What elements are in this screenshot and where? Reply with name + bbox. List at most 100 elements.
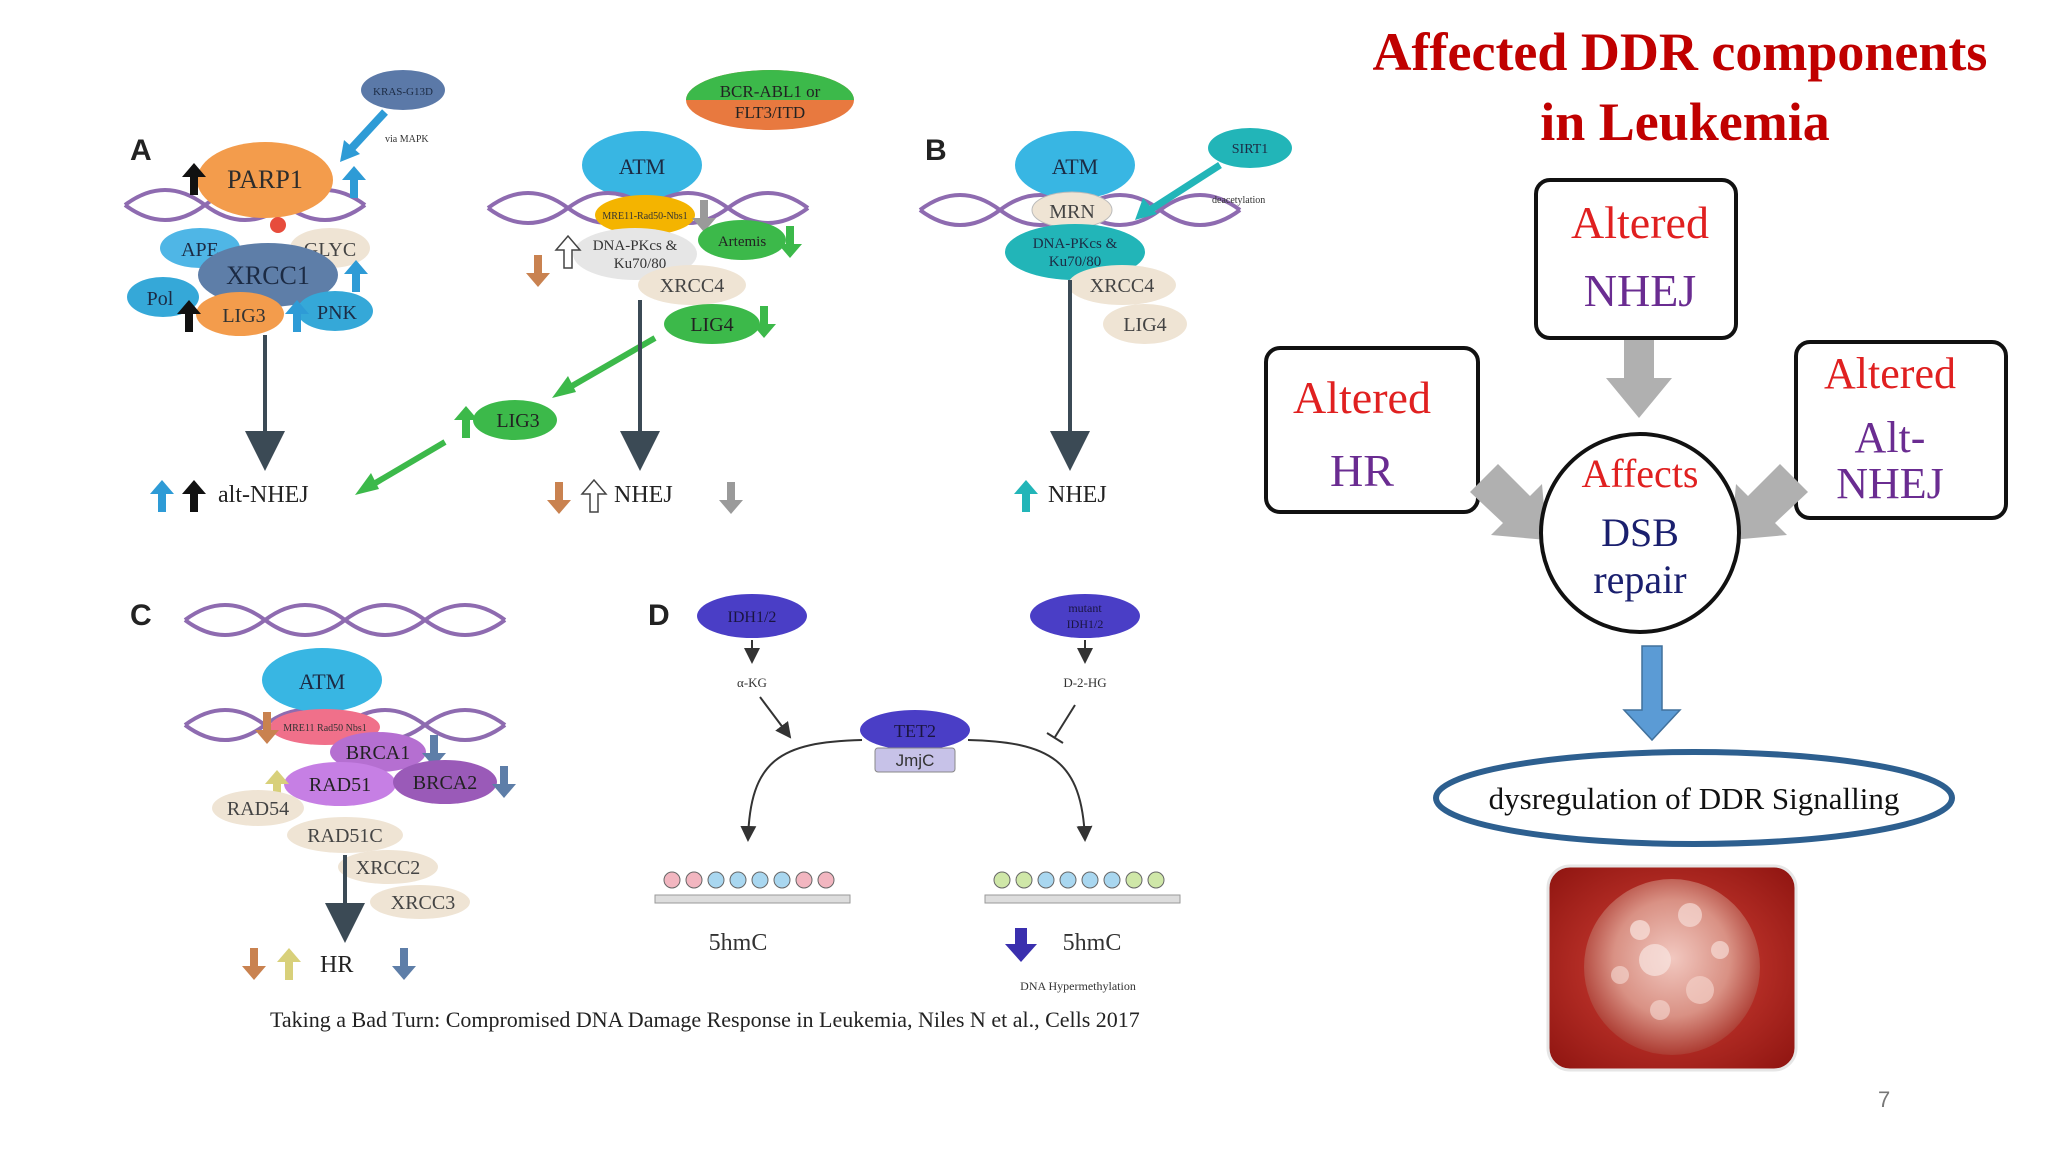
jmjc-box: [874, 747, 956, 773]
kras-label: KRAS-G13D: [373, 86, 433, 98]
parp1-node: [197, 142, 333, 218]
brca2-label: BRCA2: [413, 772, 477, 794]
atm-label-c: ATM: [299, 669, 345, 694]
lig3-node-b: [473, 400, 557, 440]
tet2-label: TET2: [894, 721, 936, 741]
altered-hr-line2: HR: [1330, 445, 1394, 496]
altered-altnhej-line1: Altered: [1824, 349, 1956, 398]
center-to-outcome-arrow: [1622, 645, 1682, 742]
slide-title-line2: in Leukemia: [1540, 92, 1830, 152]
pol-label: Pol: [147, 288, 174, 310]
outcome-label: dysregulation of DDR Signalling: [1489, 781, 1900, 816]
lig4-node-a: [664, 304, 760, 344]
xrcc3-node: [370, 885, 470, 919]
dnapk-node-a: [573, 228, 697, 280]
rad54-label: RAD54: [227, 798, 289, 820]
rad51c-node: [287, 817, 403, 853]
alt-nhej-label: alt-NHEJ: [218, 482, 309, 508]
via-mapk-label: via MAPK: [385, 134, 429, 145]
idh-label: IDH1/2: [728, 609, 777, 626]
pnk-label: PNK: [317, 302, 358, 324]
brca1-label: BRCA1: [346, 742, 410, 764]
sirt1-arrow: [1148, 162, 1222, 213]
left-5hmc-label: 5hmC: [709, 930, 768, 956]
hr-label-c: HR: [320, 952, 353, 978]
parp1-label: PARP1: [227, 165, 303, 194]
altered-nhej-line1: Altered: [1571, 197, 1709, 248]
lig4-label-b: LIG4: [1123, 314, 1166, 336]
lig3-node: [196, 292, 284, 336]
nhej-label-b: NHEJ: [1048, 482, 1107, 508]
atm-node-c: [262, 648, 382, 712]
altered-hr-box: [1264, 346, 1480, 514]
d2hg-label: D-2-HG: [1063, 675, 1106, 690]
sirt1-label: SIRT1: [1232, 142, 1269, 157]
rad51c-label: RAD51C: [307, 825, 383, 847]
right-5hmc-label: 5hmC: [1063, 930, 1122, 956]
nhej-to-center-arrow: [1606, 340, 1672, 418]
flt3-label: FLT3/ITD: [735, 103, 805, 122]
ape-label: APE: [181, 239, 219, 261]
page-number: 7: [1878, 1087, 1890, 1112]
panel-b: B ATM SIRT1 deacetylation MRN DNA-PKcs &…: [918, 128, 1292, 512]
lig3-to-altnhej-arrow: [370, 439, 447, 488]
xrcc1-label: XRCC1: [226, 261, 310, 290]
flowchart: Affected DDR components in Leukemia Alte…: [1264, 22, 2008, 1072]
xrcc2-label: XRCC2: [356, 857, 420, 879]
hypermethylation-label: DNA Hypermethylation: [1020, 979, 1136, 993]
rad54-node: [212, 790, 304, 826]
rad51-label: RAD51: [309, 774, 371, 796]
pnk-node: [297, 291, 373, 331]
altered-nhej-box: [1534, 178, 1738, 340]
pol-node: [127, 277, 199, 317]
dnapk-label-a: DNA-PKcs &: [593, 238, 678, 254]
lig4-label-a: LIG4: [690, 314, 733, 336]
lig3-label-b: LIG3: [496, 410, 539, 432]
atm-node-a: [582, 131, 702, 199]
affects-dsb-circle: [1539, 432, 1741, 634]
chromatin-left: [654, 871, 851, 904]
xrcc3-label: XRCC3: [391, 892, 455, 914]
hr-to-center-arrow: [1470, 464, 1547, 540]
slide-title-line1: Affected DDR components: [1373, 22, 1988, 82]
lig4-node-b: [1103, 304, 1187, 344]
artemis-label: Artemis: [718, 234, 766, 250]
mre11-label-a: MRE11-Rad50-Nbs1: [602, 211, 687, 222]
atm-label-b: ATM: [1052, 154, 1098, 179]
altered-nhej-line2: NHEJ: [1584, 265, 1696, 316]
chromatin-right: [984, 871, 1181, 904]
panel-c-label: C: [130, 599, 152, 632]
jmjc-label: JmjC: [896, 751, 935, 770]
panel-a: A KRAS-G13D via MAPK PARP1 APE GLYC XRCC…: [123, 70, 854, 514]
xrcc4-label-a: XRCC4: [660, 275, 724, 297]
bcr-abl-label: BCR-ABL1 or: [720, 82, 821, 101]
tet2-node: [860, 710, 970, 750]
panel-a-label: A: [130, 134, 152, 167]
altered-altnhej-box: [1794, 340, 2008, 520]
panel-b-label: B: [925, 134, 947, 167]
lig3-label: LIG3: [222, 305, 265, 327]
atm-label-a: ATM: [619, 154, 665, 179]
panel-c: C ATM MRE11 Rad50 Nbs1 BRCA1 RAD51 BRCA2…: [130, 599, 516, 980]
artemis-node: [698, 220, 786, 260]
mutant-idh-label-1: mutant: [1068, 601, 1102, 615]
mutant-idh-label-2: IDH1/2: [1067, 617, 1104, 631]
citation: Taking a Bad Turn: Compromised DNA Damag…: [270, 1007, 1140, 1032]
atm-node-b: [1015, 131, 1135, 199]
up-arrow-blue: [342, 166, 366, 198]
outcome-oval: [1433, 749, 1955, 847]
leukemia-cell-image: [1546, 864, 1798, 1072]
panel-d: D IDH1/2 mutant IDH1/2 α-KG D-2-HG TET2 …: [648, 594, 1181, 993]
altnhej-to-center-arrow: [1731, 464, 1808, 540]
center-line3: repair: [1593, 557, 1686, 602]
up-arrow-black: [182, 163, 206, 195]
mre11-label-c: MRE11 Rad50 Nbs1: [283, 723, 367, 734]
altered-altnhej-line3: NHEJ: [1836, 459, 1944, 508]
idh-node: [697, 594, 807, 638]
rad51-node: [284, 762, 396, 806]
xrcc2-node: [338, 850, 438, 884]
dnapk-label-b: DNA-PKcs &: [1033, 236, 1118, 252]
center-line2: DSB: [1601, 510, 1679, 555]
center-line1: Affects: [1582, 451, 1699, 496]
